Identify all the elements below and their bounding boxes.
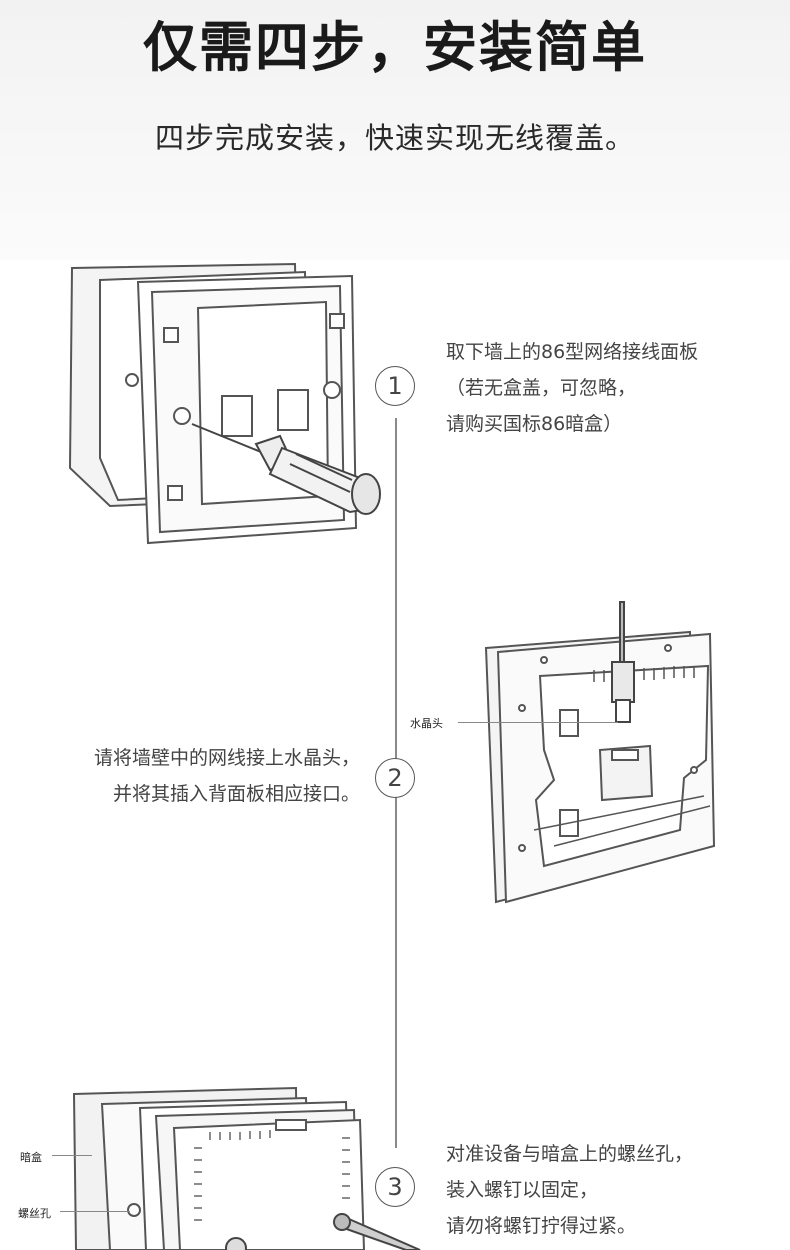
step-2-line-2: 并将其插入背面板相应接口。 <box>112 783 360 805</box>
step-3-line-3: 请勿将螺钉拧得过紧。 <box>446 1215 637 1237</box>
page-title: 仅需四步，安装简单 <box>143 16 647 79</box>
step-3-description: 对准设备与暗盒上的螺丝孔， 装入螺钉以固定， 请勿将螺钉拧得过紧。 <box>446 1136 693 1244</box>
step-1-line-1: 取下墙上的86型网络接线面板 <box>446 341 699 363</box>
step-2-line-1: 请将墙壁中的网线接上水晶头， <box>93 747 360 769</box>
step-3-line-1: 对准设备与暗盒上的螺丝孔， <box>446 1143 694 1165</box>
dark-box-leader-line <box>52 1155 92 1156</box>
step-3-illustration <box>72 1086 421 1250</box>
step-2-number: 2 <box>375 758 415 798</box>
step-1-illustration <box>68 262 381 545</box>
step-2-description: 请将墙壁中的网线接上水晶头， 并将其插入背面板相应接口。 <box>40 740 360 812</box>
page-subtitle: 四步完成安装，快速实现无线覆盖。 <box>154 121 635 155</box>
step-1-line-3: 请购买国标86暗盒） <box>446 413 623 435</box>
step-1-line-2: （若无盒盖，可忽略， <box>446 377 637 399</box>
step-3-number: 3 <box>375 1167 415 1207</box>
step-1-description: 取下墙上的86型网络接线面板 （若无盒盖，可忽略， 请购买国标86暗盒） <box>446 334 698 442</box>
step-3-line-2: 装入螺钉以固定， <box>446 1179 599 1201</box>
screw-hole-label: 螺丝孔 <box>18 1207 51 1220</box>
dark-box-label: 暗盒 <box>20 1151 42 1164</box>
crystal-head-label: 水晶头 <box>410 717 443 730</box>
step-1-number: 1 <box>375 366 415 406</box>
crystal-head-leader-line <box>458 722 618 723</box>
header-background <box>0 0 790 260</box>
step-2-illustration <box>484 601 716 904</box>
screw-hole-leader-line <box>60 1211 130 1212</box>
